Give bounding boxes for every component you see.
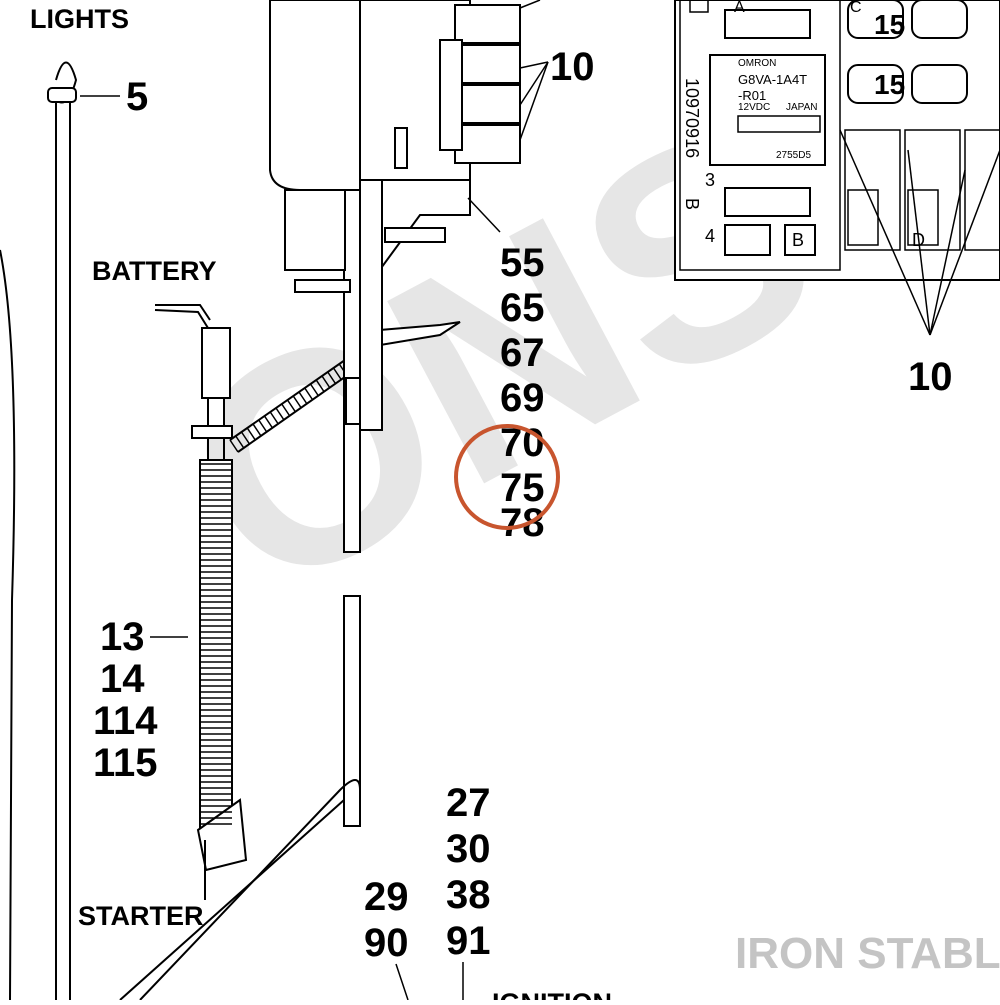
- callout-number: 115: [93, 741, 158, 785]
- fuse-box-side-letter: B: [682, 198, 702, 210]
- label-battery: BATTERY: [92, 256, 217, 286]
- electrical-panel: [269, 0, 549, 431]
- callout-stack-right: 55 65 67 69 70 75 78: [500, 241, 545, 545]
- callout-number: 30: [446, 827, 491, 871]
- callout-number: 14: [100, 657, 145, 701]
- callout-10-right: 10: [908, 355, 953, 399]
- callout-number: 55: [500, 241, 545, 285]
- slot-a: A: [734, 0, 745, 16]
- callout-15-b: 15: [874, 69, 905, 100]
- callout-number: 69: [500, 376, 545, 420]
- loom-ribs: [200, 463, 232, 825]
- label-lights: LIGHTS: [30, 4, 129, 34]
- relay-voltage: 12VDC: [738, 102, 770, 113]
- callout-number: 27: [446, 781, 491, 825]
- diagonal-loom: [229, 359, 354, 453]
- fuse-row-4: 4: [705, 226, 715, 246]
- relay-4: [454, 124, 521, 164]
- relay-origin: JAPAN: [786, 102, 818, 113]
- callout-10-upper: 10: [550, 45, 595, 89]
- slot-b: B: [792, 230, 804, 250]
- callout-number: 78: [500, 501, 545, 545]
- relay-code: 2755D5: [776, 150, 811, 161]
- corrugated-loom: [199, 459, 233, 831]
- callout-5: 5: [126, 75, 148, 119]
- callout-number: 91: [446, 919, 491, 963]
- frame-tube: [119, 179, 361, 1001]
- callout-number: 38: [446, 873, 491, 917]
- relay-markings: OMRON G8VA-1A4T -R01 12VDC JAPAN 2755D5: [738, 58, 818, 161]
- relay-1: [454, 4, 521, 44]
- callout-stack-bottom-left: 29 90: [364, 875, 409, 1001]
- relay-maker: OMRON: [738, 58, 776, 69]
- fuse-row-3: 3: [705, 170, 715, 190]
- lights-wire: [47, 61, 120, 1000]
- fuse-box-part-number: 10970916: [682, 78, 702, 158]
- starter-boot: [196, 798, 248, 872]
- callout-number: 67: [500, 331, 545, 375]
- callout-stack-left: 13 14 114 115: [93, 615, 158, 785]
- highlight-circle: [454, 424, 560, 530]
- relay-2: [454, 44, 521, 84]
- callout-number: 29: [364, 875, 409, 919]
- omron-relay: [709, 54, 826, 166]
- battery-cable: [150, 304, 248, 900]
- slot-c: C: [850, 0, 862, 16]
- label-ignition: IGNITION: [492, 988, 612, 1000]
- callout-15-a: 15: [874, 9, 905, 40]
- callout-number: 65: [500, 286, 545, 330]
- cable-connector: [201, 327, 231, 399]
- relay-model: G8VA-1A4T: [738, 72, 807, 87]
- callout-number: 90: [364, 921, 409, 965]
- relay-model-suffix: -R01: [738, 88, 766, 103]
- label-starter: STARTER: [78, 901, 204, 931]
- callout-stack-bottom-right: 27 30 38 91: [446, 781, 491, 1000]
- fuse-box: [674, 0, 1000, 336]
- brand-watermark: IRON STABLE: [735, 929, 1000, 978]
- callout-number: 114: [93, 699, 158, 743]
- relay-3: [454, 84, 521, 124]
- callout-number: 13: [100, 615, 145, 659]
- frame-edge: [0, 249, 16, 1001]
- leader-55: [467, 197, 501, 233]
- slot-d: D: [912, 230, 925, 250]
- fuse-box-markings: 10970916 B 3 4 A B C D: [682, 0, 925, 250]
- wire-clip: [47, 87, 77, 103]
- callout-number-highlighted: 75: [500, 466, 545, 510]
